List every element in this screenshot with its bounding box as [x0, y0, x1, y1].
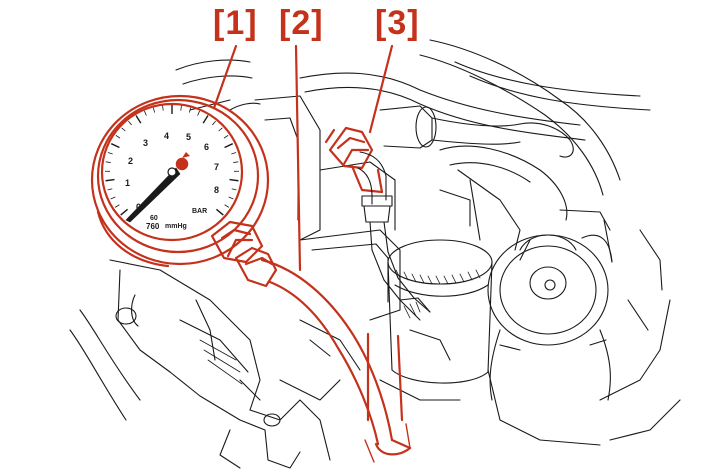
leader-line-1	[212, 44, 238, 110]
gauge-tick-8: 8	[214, 185, 219, 195]
gauge-tick-mark	[224, 204, 230, 208]
gauge-tick-mark	[152, 107, 156, 113]
gauge-tick-6: 6	[204, 142, 209, 152]
gauge-tick-mark	[212, 120, 216, 126]
gauge-tick-mark	[231, 152, 237, 155]
gauge-tick-mark	[110, 143, 120, 149]
gauge-tick-mark	[128, 120, 132, 126]
gauge-tick-mark	[229, 178, 239, 182]
gauge-tick-mark	[107, 152, 113, 155]
gauge-tick-mark	[162, 105, 164, 111]
gauge-tick-mark	[218, 127, 223, 132]
gauge-unit-bar: BAR	[192, 208, 207, 215]
elbow-pipe	[357, 151, 431, 321]
gauge-sub-scale: 60	[150, 215, 158, 222]
gauge-tick-mark	[105, 178, 115, 182]
leader-line-2	[294, 44, 302, 272]
gauge-tick-mark	[215, 208, 224, 216]
gauge-needle-hub	[176, 158, 188, 170]
gauge-tick-mark	[223, 135, 229, 139]
gauge-tick-mark	[188, 107, 192, 113]
gauge-tick-1: 1	[125, 178, 130, 188]
gauge-tick-mark	[107, 188, 113, 191]
gauge-tick-mark	[115, 135, 121, 139]
gauge-hex-fitting	[210, 220, 278, 288]
union-fitting	[324, 126, 384, 194]
gauge-unit-mmhg: mmHg	[165, 223, 187, 230]
gauge-needle	[125, 167, 181, 223]
gauge-sub-scale-2: 760	[146, 222, 160, 231]
gauge-tick-mark	[197, 110, 201, 116]
gauge-tick-mark	[224, 143, 234, 149]
engine-background	[69, 39, 681, 469]
callout-2-label: [2]	[279, 4, 324, 42]
gauge-tick-mark	[120, 208, 129, 216]
gauge-tick-mark	[143, 110, 147, 116]
gauge-tick-mark	[114, 204, 120, 208]
gauge-tick-4: 4	[164, 131, 169, 141]
gauge-tick-mark	[110, 196, 116, 200]
gauge-tick-mark	[105, 161, 111, 163]
gauge-tick-mark	[180, 105, 182, 111]
gauge-tick-mark	[135, 115, 142, 124]
leader-line-3	[368, 44, 394, 134]
pressure-gauge: 0 1 2 3 4 5 6 7 8 BAR 60 760 mmHg	[90, 94, 270, 268]
gauge-tick-mark	[202, 115, 209, 124]
gauge-tick-5: 5	[186, 132, 191, 142]
gauge-tick-mark	[121, 127, 126, 132]
gauge-tick-2: 2	[128, 156, 133, 166]
callout-3-label: [3]	[375, 4, 420, 42]
callout-1-label: [1]	[213, 4, 258, 42]
gauge-tick-marks	[104, 105, 240, 216]
pressure-hose	[260, 258, 412, 463]
gauge-tick-mark	[233, 161, 239, 163]
gauge-tick-7: 7	[214, 162, 219, 172]
gauge-tick-mark	[228, 196, 234, 200]
gauge-tick-3: 3	[143, 138, 148, 148]
gauge-tick-mark	[231, 188, 237, 191]
